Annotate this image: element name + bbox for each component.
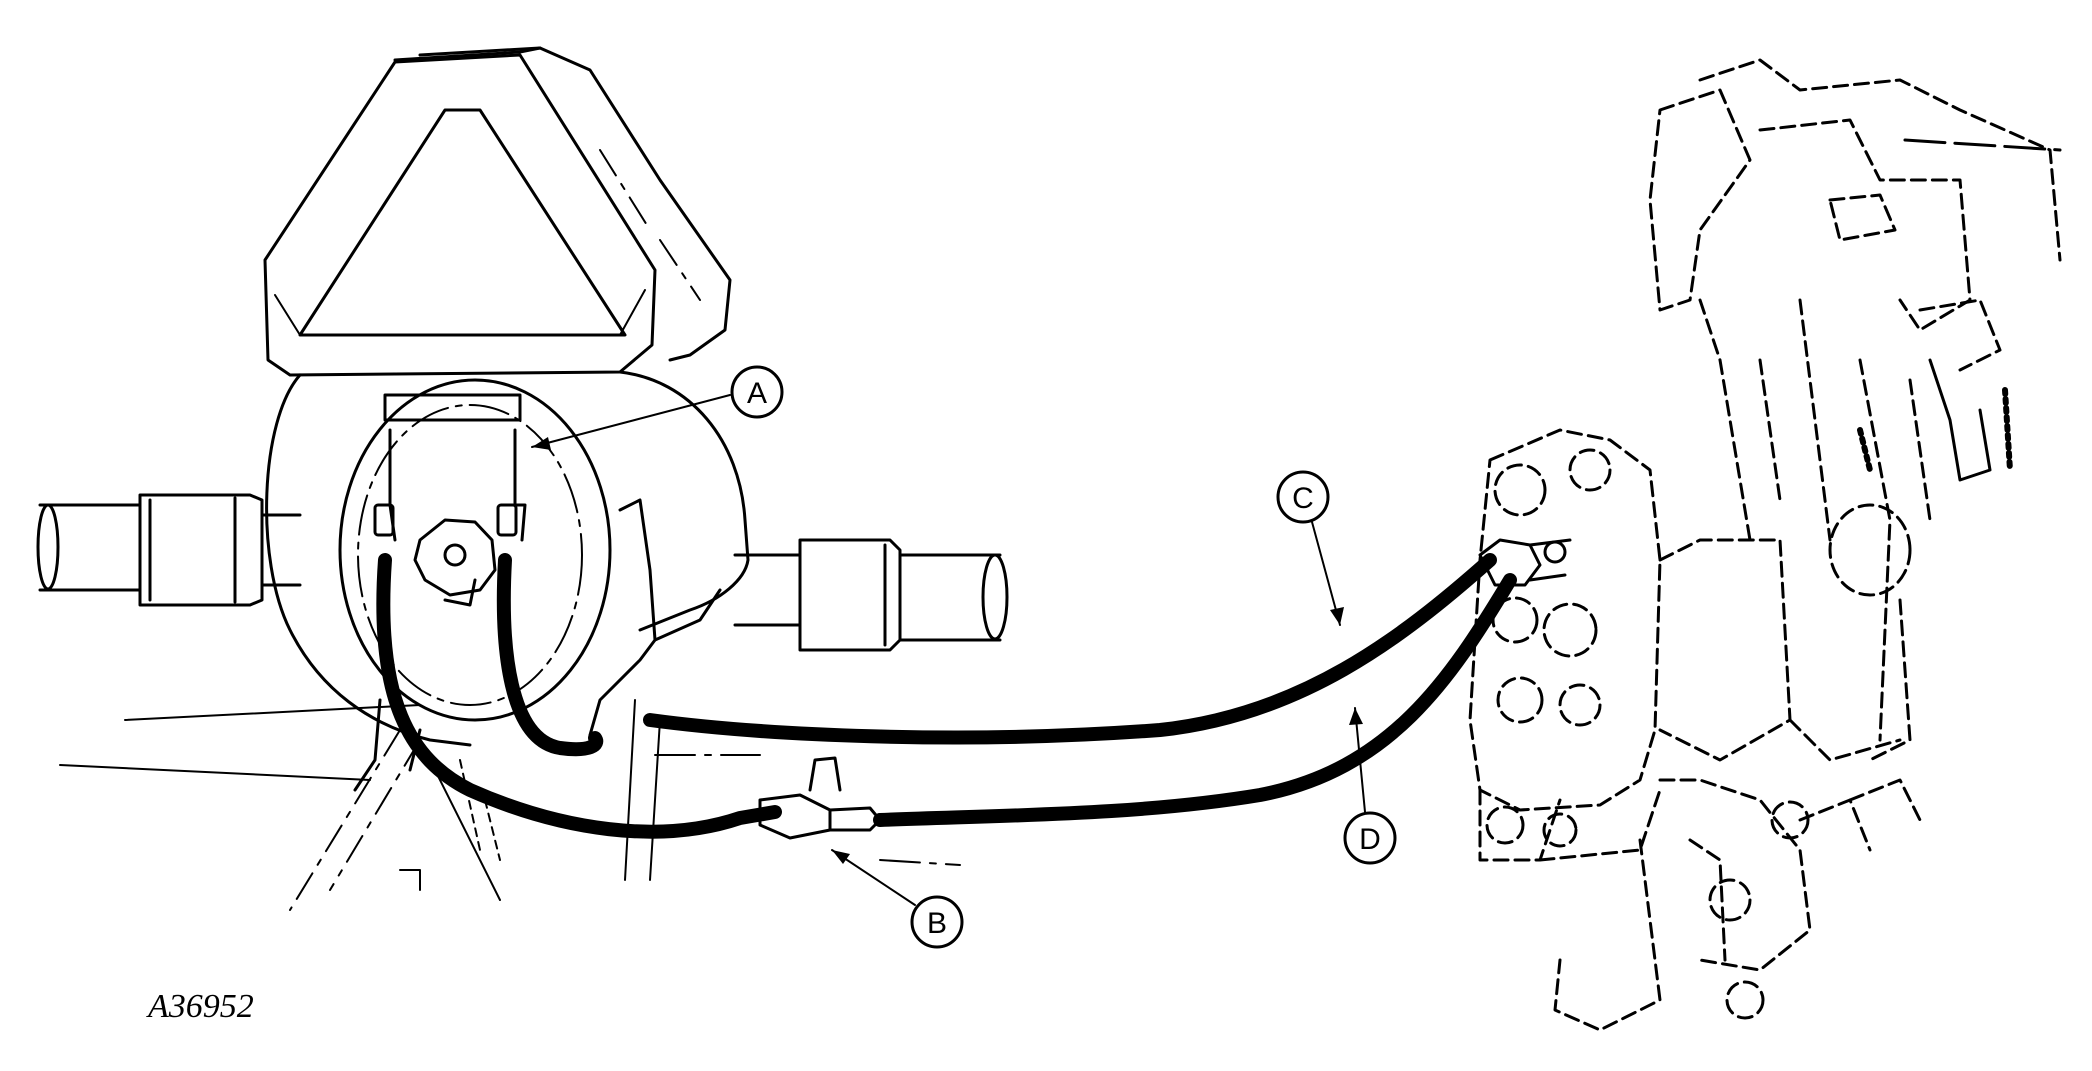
callout-b-label: B <box>927 907 947 940</box>
leader-arrowheads <box>532 437 1363 864</box>
right-axle-shaft <box>733 538 1009 652</box>
left-axle-shaft <box>36 493 302 607</box>
leader-d <box>1354 707 1366 813</box>
figure-id: A36952 <box>146 988 254 1025</box>
leader-c <box>1311 521 1341 626</box>
tractor-valve-assembly <box>1468 58 2062 1032</box>
tractor-linkage-solid <box>1857 138 2062 482</box>
callout-d-label: D <box>1359 823 1381 856</box>
leader-a <box>531 394 731 448</box>
callout-c: C <box>1276 470 1330 524</box>
hydraulic-motor <box>373 393 527 607</box>
reel-housing <box>265 370 750 792</box>
hose-d <box>873 573 1517 827</box>
hoses <box>376 553 1517 839</box>
hose-right-motor <box>496 553 604 757</box>
frame-lines <box>59 699 961 911</box>
smv-sign <box>263 46 732 377</box>
callout-a-label: A <box>747 377 767 410</box>
quick-coupler <box>1478 538 1572 587</box>
callout-b: B <box>910 895 964 949</box>
callout-a: A <box>730 365 784 419</box>
tee-fitting <box>758 756 882 840</box>
callout-c-label: C <box>1292 482 1314 515</box>
callout-d: D <box>1343 811 1397 865</box>
hose-c <box>643 553 1497 745</box>
hose-left-motor <box>376 553 782 839</box>
